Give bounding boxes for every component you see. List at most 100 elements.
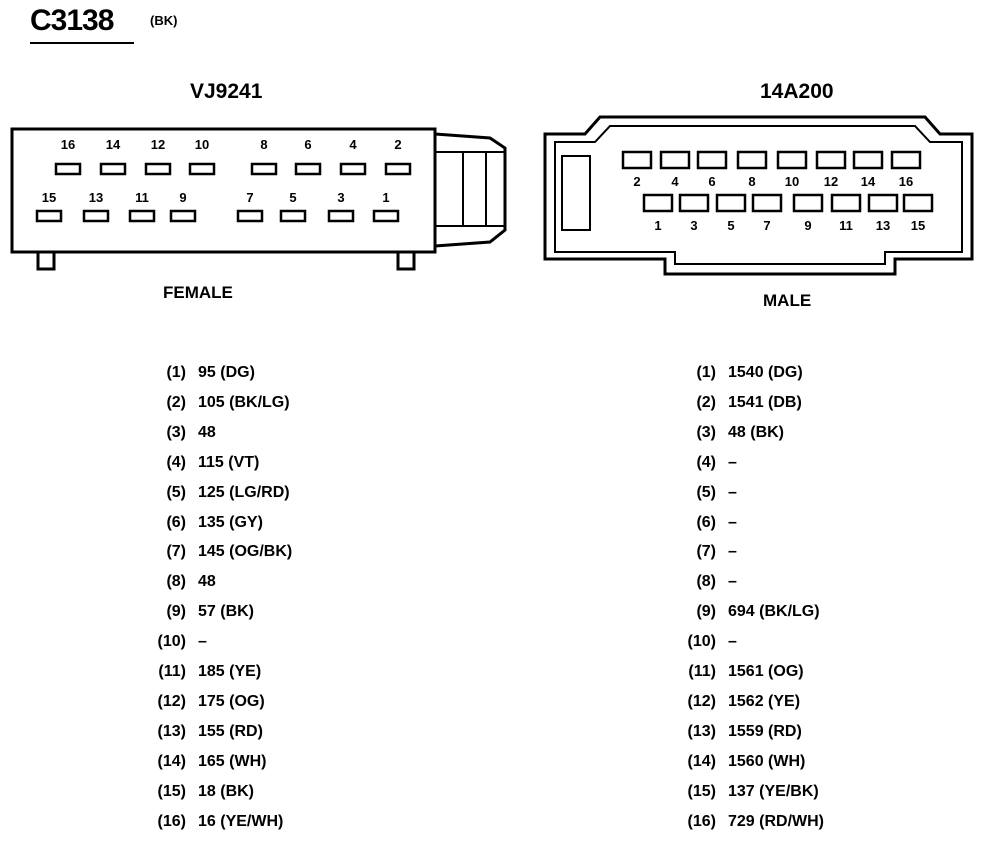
male-pin-row: (8)– <box>0 573 900 597</box>
male-pin-row: (12)1562 (YE) <box>0 693 900 717</box>
female-pin-label: 7 <box>246 190 253 205</box>
male-pin-row: (1) 1540 (DG) <box>0 364 900 388</box>
pin-number: (15) <box>157 782 186 800</box>
male-pin-label: 5 <box>727 218 734 233</box>
female-pin-slot <box>339 162 367 176</box>
female-pin-slot <box>128 209 156 223</box>
pin-number: (15) <box>687 782 716 800</box>
male-pin-row: (9)694 (BK/LG) <box>0 603 900 627</box>
female-pin-slot <box>99 162 127 176</box>
male-housing-outer <box>543 115 974 276</box>
male-pin-label: 4 <box>671 174 679 189</box>
female-pin-row: (2) 105 (BK/LG) <box>0 394 900 418</box>
pin-circuit: 1541 (DB) <box>728 393 802 411</box>
female-pin-row: (5) 125 (LG/RD) <box>0 484 900 508</box>
pin-circuit: 18 (BK) <box>198 782 255 800</box>
pin-number: (6) <box>696 513 716 531</box>
pin-number: (13) <box>687 722 716 740</box>
pin-number: (7) <box>696 543 716 561</box>
male-pin-row: (6)– <box>0 514 900 538</box>
male-pin-row: (11) 1561 (OG) <box>0 663 900 687</box>
pin-number: (12) <box>687 692 716 710</box>
pin-number: (11) <box>688 663 716 680</box>
female-pin-slot <box>294 162 322 176</box>
female-pin-label: 16 <box>61 137 75 152</box>
pin-number: (1) <box>696 364 716 381</box>
male-pin-slot <box>621 150 653 170</box>
pin-circuit: – <box>728 573 737 591</box>
pin-circuit: 1561 (OG) <box>728 663 804 680</box>
female-pin-slot <box>250 162 278 176</box>
male-pin-label: 7 <box>763 218 770 233</box>
female-pin-slot <box>327 209 355 223</box>
male-pin-label: 10 <box>785 174 799 189</box>
pin-circuit: 16 (YE/WH) <box>198 812 284 830</box>
female-pin-label: 15 <box>42 190 56 205</box>
pin-number: (4) <box>166 453 186 471</box>
female-pin-slot <box>188 162 216 176</box>
pin-circuit: – <box>198 633 207 651</box>
male-pin-row: (10)– <box>0 633 900 657</box>
pin-circuit: – <box>728 513 737 531</box>
male-pin-slot <box>792 193 824 213</box>
female-pin-row: (11)185 (YE) <box>0 663 900 687</box>
pin-number: (2) <box>166 393 186 411</box>
pin-number: (10) <box>157 633 186 651</box>
female-pin-slot <box>236 209 264 223</box>
female-pin-row: (6) 135 (GY) <box>0 514 900 538</box>
male-pin-row: (15) 137 (YE/BK) <box>0 783 900 807</box>
male-pin-slot <box>751 193 783 213</box>
pin-number: (11) <box>158 663 186 680</box>
pin-circuit: 95 (DG) <box>198 364 255 381</box>
pin-number: (16) <box>157 812 186 830</box>
pin-number: (13) <box>157 722 186 740</box>
pin-number: (14) <box>157 752 186 770</box>
female-pin-label: 14 <box>106 137 121 152</box>
pin-circuit: 1559 (RD) <box>728 722 802 740</box>
pin-circuit: 145 (OG/BK) <box>198 543 293 561</box>
pin-circuit: 137 (YE/BK) <box>728 782 819 800</box>
pin-number: (3) <box>696 423 716 441</box>
pin-number: (2) <box>696 393 716 411</box>
pin-number: (9) <box>166 603 186 621</box>
male-pin-slot <box>867 193 899 213</box>
female-pin-label: 5 <box>289 190 296 205</box>
male-pin-label: 16 <box>899 174 913 189</box>
female-pin-label: 13 <box>89 190 103 205</box>
pin-circuit: 729 (RD/WH) <box>728 812 825 830</box>
male-pin-label: 8 <box>748 174 755 189</box>
male-pin-label: 13 <box>876 218 890 233</box>
pin-circuit: 125 (LG/RD) <box>198 483 290 501</box>
pin-circuit: 1560 (WH) <box>728 752 806 770</box>
male-pin-label: 1 <box>654 218 661 233</box>
pin-circuit: 1540 (DG) <box>728 364 803 381</box>
female-pin-row: (9) 57 (BK) <box>0 603 900 627</box>
female-label: FEMALE <box>163 283 233 302</box>
connector-id-underline <box>30 42 134 44</box>
pin-circuit: 135 (GY) <box>198 513 263 531</box>
male-pin-label: 12 <box>824 174 838 189</box>
female-pin-row: (1) 95 (DG) <box>0 364 900 388</box>
pin-circuit: 105 (BK/LG) <box>198 393 290 411</box>
male-housing-inner <box>554 125 963 265</box>
pin-circuit: 175 (OG) <box>198 692 265 710</box>
pin-number: (5) <box>696 483 716 501</box>
female-pin-label: 10 <box>195 137 209 152</box>
female-pin-label: 11 <box>135 190 149 205</box>
pin-circuit: – <box>728 453 737 471</box>
pin-circuit: 48 (BK) <box>728 423 785 441</box>
female-pin-label: 1 <box>382 190 389 205</box>
male-label: MALE <box>763 291 812 310</box>
female-pin-slot <box>169 209 197 223</box>
female-pin-row: (10)– <box>0 633 900 657</box>
pin-circuit: 57 (BK) <box>198 603 255 621</box>
male-pin-slot <box>902 193 934 213</box>
connector-color: (BK) <box>150 13 178 28</box>
connector-id: C3138 <box>30 4 114 37</box>
male-pin-row: (3) 48 (BK) <box>0 424 900 448</box>
male-pin-row: (4) – <box>0 454 900 478</box>
male-pin-slot <box>715 193 747 213</box>
male-pin-label: 2 <box>633 174 640 189</box>
pin-number: (10) <box>687 633 716 651</box>
pin-circuit: 48 <box>198 573 216 591</box>
